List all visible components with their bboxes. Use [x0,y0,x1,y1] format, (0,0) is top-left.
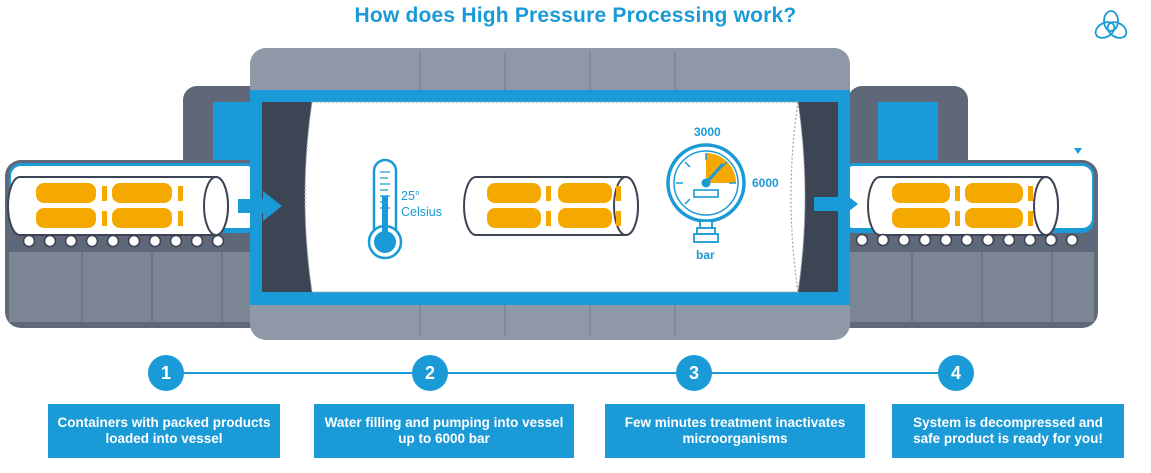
product-container [867,176,1059,236]
gauge-label-6000: 6000 [752,176,779,190]
step-number-3: 3 [676,355,712,391]
product-container [7,176,229,236]
temperature-value: 25° [401,189,420,203]
gauge-unit: bar [696,248,715,262]
step-description-2: Water filling and pumping into vessel up… [314,404,574,458]
pressure-vessel [250,48,850,340]
three-ring-logo-icon [1094,10,1128,39]
gauge-label-3000: 3000 [694,125,721,139]
step-description-3: Few minutes treatment inactivates microo… [605,404,865,458]
step-number-4: 4 [938,355,974,391]
hpp-machine-diagram: 25° Celsius 3000 6000 bar [5,48,1098,340]
product-container [463,176,639,236]
step-description-4: System is decompressed and safe product … [892,404,1124,458]
right-arrow-icon [238,191,282,221]
thermometer-icon: 25° Celsius [367,158,442,260]
step-number-2: 2 [412,355,448,391]
pressure-gauge-icon: 3000 6000 bar [666,125,779,262]
page-title: How does High Pressure Processing work? [354,4,797,27]
step-number-1: 1 [148,355,184,391]
right-arrow-icon [814,189,858,219]
timeline-connector [184,372,944,374]
roller-conveyor-right [855,233,1079,247]
temperature-unit: Celsius [401,205,442,219]
roller-conveyor-left [22,234,225,248]
step-description-1: Containers with packed products loaded i… [48,404,280,458]
